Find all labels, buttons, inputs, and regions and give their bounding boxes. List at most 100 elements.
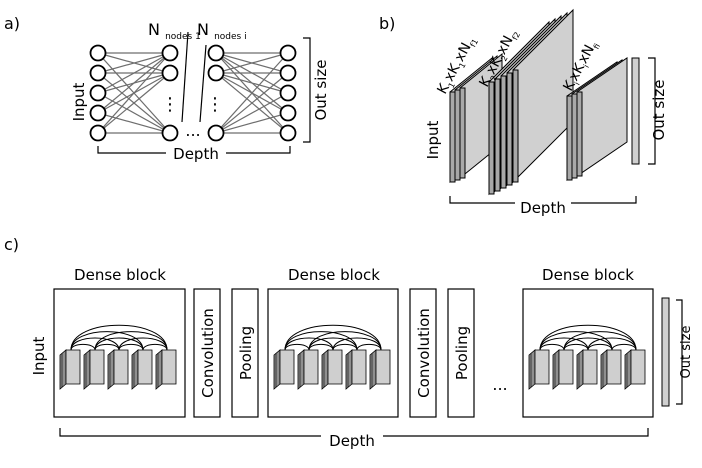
layer-cube-side [155, 349, 163, 390]
layer-cube [303, 349, 319, 385]
feature-map-edge [512, 69, 519, 183]
feature-map-edge [459, 87, 466, 179]
skip-connection [284, 343, 310, 351]
convolution-layer-2 [409, 288, 437, 418]
hidden-node [207, 124, 225, 142]
feature-map-edge [571, 93, 578, 179]
layer-cube [113, 349, 129, 385]
input-node [89, 44, 107, 62]
layer-cube [534, 349, 550, 385]
pooling-layer-2 [447, 288, 475, 418]
hidden-node [161, 44, 179, 62]
dense-block-2-content [273, 324, 391, 390]
convolution-1-label: Convolution [199, 308, 217, 398]
skip-connection [94, 337, 144, 351]
layer-cube-side [273, 349, 281, 390]
panel-b-input-label: Input [424, 120, 442, 159]
input-node [89, 84, 107, 102]
skip-connection [308, 337, 358, 351]
panel-a-separator-left [181, 31, 189, 123]
layer-cube-side [528, 349, 536, 390]
layer-cube [582, 349, 598, 385]
layer-cube-side [131, 349, 139, 390]
layer-cube-side [107, 349, 115, 390]
edge [215, 112, 289, 134]
panel-b: b) Input K1xK1xNf1 K2xK2xNf2 KixKixNfi O… [379, 8, 668, 217]
skip-connection [94, 331, 168, 351]
panel-a-depth-mask [166, 145, 226, 161]
panel-a-out-bracket [303, 37, 311, 143]
panel-a-dots-vertical-1: ⋮ [161, 94, 179, 115]
skip-connection [142, 343, 168, 351]
edge [215, 72, 289, 134]
panel-b-plates [449, 8, 628, 196]
feature-map-edge [494, 78, 501, 192]
skip-connection [539, 337, 589, 351]
dense-block-3-content [528, 324, 646, 390]
panel-c-input-label: Input [30, 336, 48, 375]
panel-a-separator-right [199, 44, 207, 123]
layer-cube [606, 349, 622, 385]
dense-block-1-content [59, 324, 177, 390]
skip-connection [539, 331, 613, 351]
panel-a-dots-horizontal: ... [185, 121, 200, 140]
panel-a-nodes [89, 44, 297, 142]
layer-cube [375, 349, 391, 385]
panel-c-out-label: Out size [679, 326, 694, 379]
panel-b-depth-mask [515, 197, 571, 213]
skip-connection [284, 337, 334, 351]
feature-map-edge [506, 72, 513, 186]
layer-cube-side [624, 349, 632, 390]
panel-a-hidden-first-n: N [148, 20, 160, 39]
feature-map-edge [449, 91, 456, 183]
panel-b-out-bracket [648, 57, 656, 165]
skip-connection [284, 324, 382, 351]
panel-c: c) Dense block Input Convolution Pooling… [4, 235, 694, 450]
output-node [279, 64, 297, 82]
input-node [89, 104, 107, 122]
convolution-2-label: Convolution [415, 308, 433, 398]
panel-c-depth-mask [321, 430, 383, 446]
feature-map-edge [488, 81, 495, 195]
panel-a-out-label: Out size [312, 59, 330, 120]
layer-cube [351, 349, 367, 385]
hidden-node [161, 124, 179, 142]
panel-a-edges [97, 52, 289, 134]
edge [215, 52, 289, 74]
panel-a-hidden-last-n: N [197, 20, 209, 39]
feature-map-edge [566, 95, 573, 181]
pooling-1-label: Pooling [237, 326, 255, 380]
panel-a-depth-label: Depth [173, 145, 219, 163]
pooling-layer-1 [231, 288, 259, 418]
skip-connection [118, 337, 168, 351]
skip-connection [284, 331, 358, 351]
input-node [89, 64, 107, 82]
skip-connection [70, 331, 144, 351]
skip-connection [118, 343, 144, 351]
layer-cube [630, 349, 646, 385]
layer-cube-side [321, 349, 329, 390]
dense-block-1-title: Dense block [74, 266, 166, 284]
panel-c-out-bracket [676, 299, 683, 405]
panel-a-dots-vertical-2: ⋮ [206, 94, 224, 115]
skip-connection [308, 343, 334, 351]
panel-a-hidden-first-label: N nodes 1 [148, 20, 201, 42]
skip-connection [611, 343, 637, 351]
skip-connection [356, 343, 382, 351]
skip-connection [563, 331, 637, 351]
edge [215, 72, 289, 94]
layer-cube [65, 349, 81, 385]
layer-cube-side [345, 349, 353, 390]
skip-connection [70, 343, 96, 351]
feature-map [576, 57, 628, 177]
edge [97, 52, 171, 114]
edge [97, 112, 171, 134]
layer-cube-side [297, 349, 305, 390]
hidden-node [161, 64, 179, 82]
layer-cube-side [600, 349, 608, 390]
skip-connection [332, 343, 358, 351]
feature-map-edge [576, 91, 583, 177]
dense-block-3-title: Dense block [542, 266, 634, 284]
skip-connection [332, 337, 382, 351]
output-node [279, 44, 297, 62]
